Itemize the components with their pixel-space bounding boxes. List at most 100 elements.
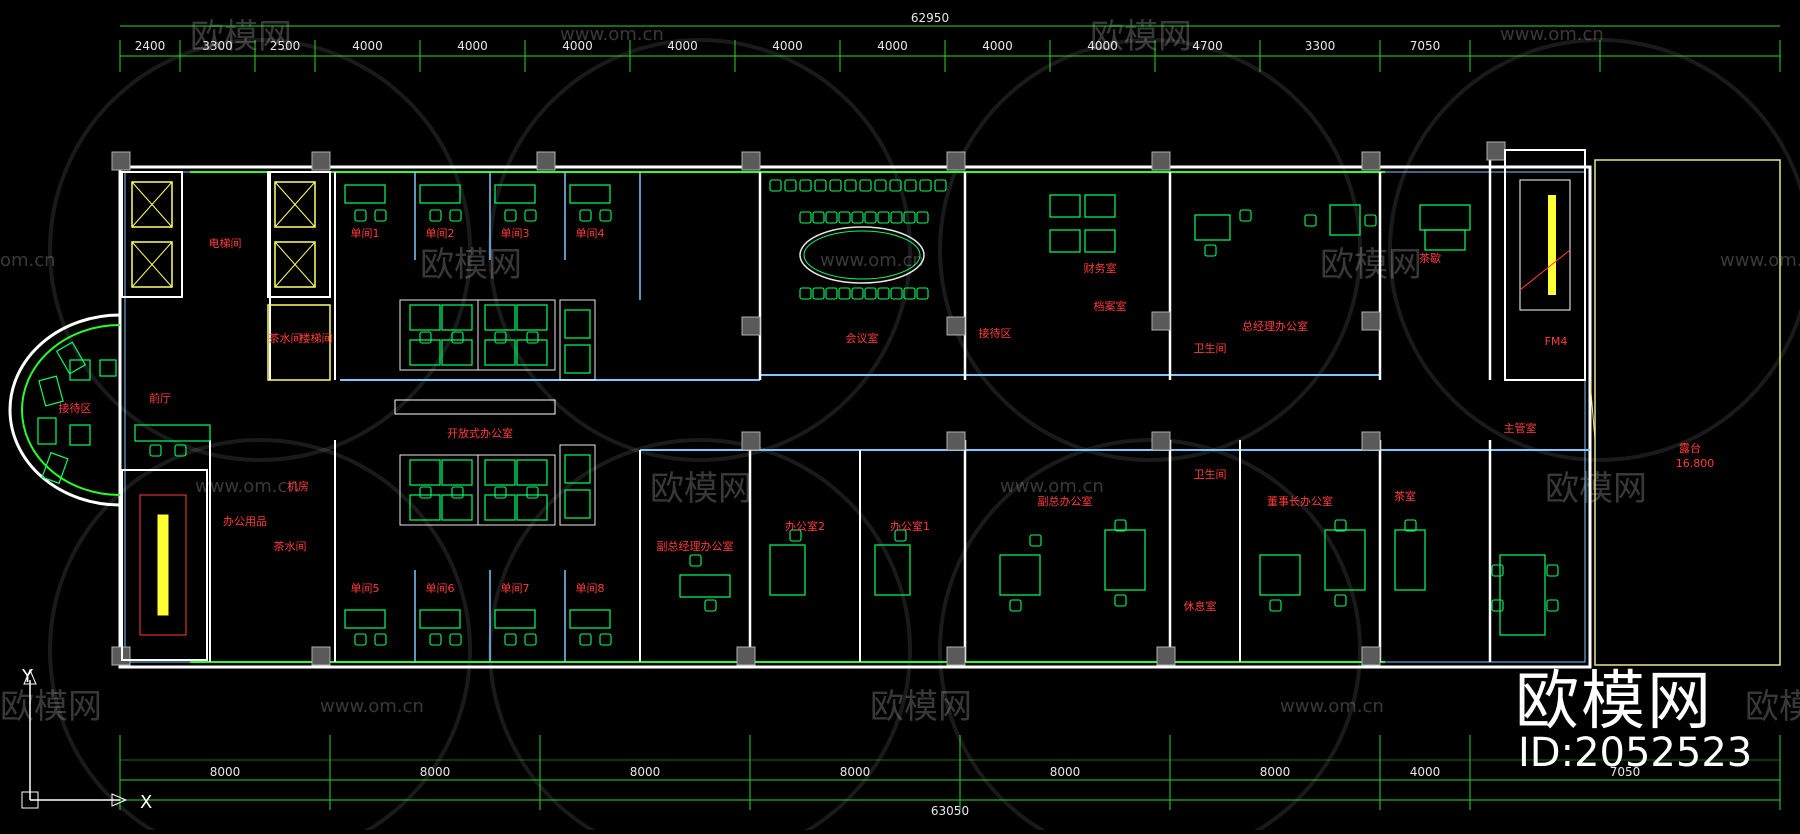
watermark-logo: 欧模网 <box>420 245 522 285</box>
chair <box>916 287 929 300</box>
elevator-car <box>274 241 316 288</box>
room-label: 茶水间 <box>274 540 307 553</box>
desk <box>409 494 441 521</box>
chair <box>1491 564 1504 577</box>
dimension-label: 4000 <box>562 39 593 53</box>
chair <box>354 209 367 222</box>
room-label: 单间5 <box>351 582 380 595</box>
chair <box>812 287 825 300</box>
column <box>536 151 556 171</box>
dimension-label: 3300 <box>1305 39 1336 53</box>
column <box>1361 311 1381 331</box>
chair <box>599 209 612 222</box>
dimension-label: 4000 <box>1410 765 1441 779</box>
watermark-logo: 欧模网 <box>0 687 102 727</box>
chair <box>494 486 507 499</box>
desk <box>564 309 591 339</box>
watermark-url: www.om.cn <box>320 696 424 717</box>
desk <box>569 184 611 204</box>
chair <box>526 486 539 499</box>
desk <box>344 609 386 629</box>
chair <box>851 287 864 300</box>
desk <box>494 184 536 204</box>
dimension-label: 4000 <box>667 39 698 53</box>
column <box>736 646 756 666</box>
chair <box>1334 594 1347 607</box>
desk <box>484 494 516 521</box>
chair <box>1114 519 1127 532</box>
room-label: 卫生间 <box>1194 341 1227 355</box>
chair <box>1304 214 1317 227</box>
column <box>311 151 331 171</box>
room-label: 单间1 <box>351 227 380 240</box>
chair <box>916 211 929 224</box>
watermark-logo: 欧模网 <box>1745 687 1800 727</box>
chair <box>449 633 462 646</box>
chair <box>838 211 851 224</box>
column <box>946 646 966 666</box>
chair <box>825 211 838 224</box>
column <box>1151 151 1171 171</box>
chair <box>784 179 797 192</box>
desk <box>1329 204 1361 236</box>
room-label: 开放式办公室 <box>447 426 513 440</box>
chair <box>864 287 877 300</box>
column <box>741 316 761 336</box>
chair <box>877 211 890 224</box>
chair <box>1204 244 1217 257</box>
column <box>1151 311 1171 331</box>
elevator-car <box>131 181 173 228</box>
watermark-logo: 欧模网 <box>650 469 752 509</box>
desk <box>1394 529 1426 591</box>
left-stair <box>121 469 208 661</box>
top-dimension-ticks <box>119 40 1781 72</box>
dimension-label: 2400 <box>135 39 166 53</box>
chair <box>494 331 507 344</box>
desk <box>516 459 548 486</box>
room-label: 机房 <box>287 479 309 493</box>
desk <box>569 609 611 629</box>
column <box>1361 151 1381 171</box>
chair <box>451 331 464 344</box>
chair <box>889 179 902 192</box>
desk <box>1419 204 1471 231</box>
reception-semicircle <box>8 313 121 507</box>
desk <box>999 554 1041 596</box>
chair <box>149 444 162 457</box>
room-label: 主管室 <box>1504 421 1537 435</box>
chair <box>504 209 517 222</box>
chair <box>789 529 802 542</box>
dimension-label: 7050 <box>1410 39 1441 53</box>
column <box>741 151 761 171</box>
chair <box>526 331 539 344</box>
desk <box>484 304 516 331</box>
chair <box>1029 534 1042 547</box>
desk <box>769 544 806 596</box>
desk <box>1084 194 1116 218</box>
dimension-label: 4000 <box>772 39 803 53</box>
dimension-label: 2500 <box>270 39 301 53</box>
chair <box>354 633 367 646</box>
room-label: 单间7 <box>501 582 530 595</box>
room-label: 董事长办公室 <box>1267 494 1333 508</box>
watermark-layer: 欧模网 www.om.cn 欧模网 www.om.cn om.cn 欧模网 ww… <box>0 17 1800 834</box>
bottom-dimension-ticks <box>119 735 1781 810</box>
watermark-logo: 欧模网 <box>870 687 972 727</box>
chair <box>1546 564 1559 577</box>
conference-table <box>799 226 925 284</box>
desk <box>1259 554 1301 596</box>
chair <box>1491 599 1504 612</box>
chair <box>919 179 932 192</box>
column <box>111 151 131 171</box>
desk <box>1424 229 1466 251</box>
dimension-label: 8000 <box>630 765 661 779</box>
watermark-url: www.om.cn <box>1000 476 1104 497</box>
chair <box>825 287 838 300</box>
desk <box>419 609 461 629</box>
dimension-label: 4000 <box>1087 39 1118 53</box>
room-label: 休息室 <box>1184 599 1217 613</box>
chair <box>799 287 812 300</box>
watermark-url: www.om.cn <box>195 476 299 497</box>
room-label: 副总办公室 <box>1038 494 1093 508</box>
